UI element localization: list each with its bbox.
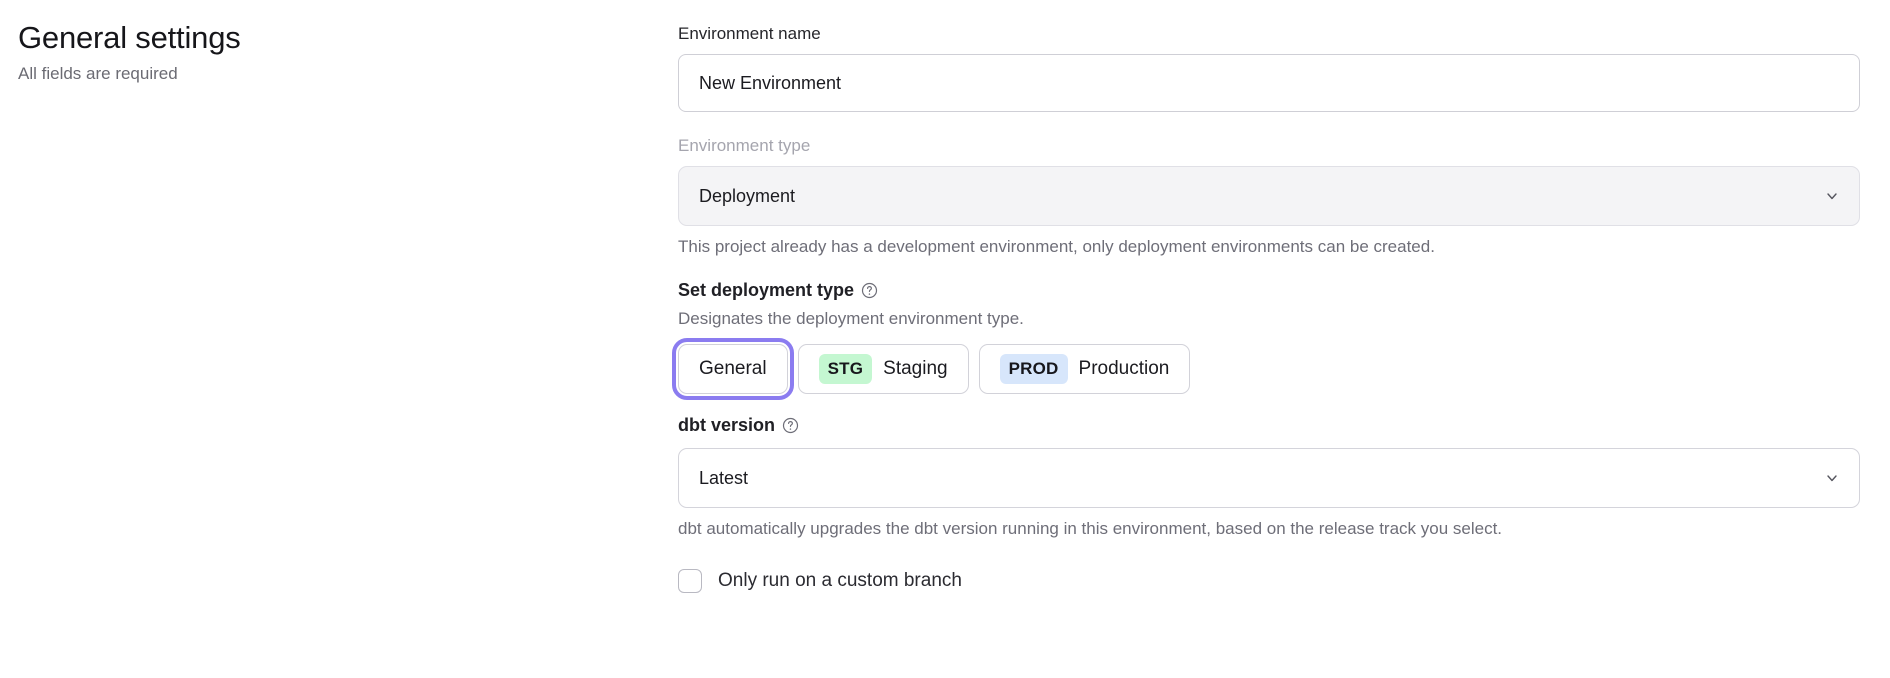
deployment-type-option-staging-label: Staging: [883, 358, 948, 379]
environment-name-field: Environment name New Environment: [678, 22, 1860, 112]
dbt-version-value: Latest: [699, 467, 749, 488]
chevron-down-icon: [1825, 189, 1839, 203]
chevron-down-icon: [1825, 471, 1839, 485]
environment-name-input[interactable]: New Environment: [678, 54, 1860, 112]
custom-branch-label: Only run on a custom branch: [718, 570, 962, 591]
environment-name-value: New Environment: [699, 72, 842, 93]
staging-badge: STG: [818, 354, 873, 384]
dbt-version-field: dbt version Latest dbt automati: [678, 412, 1860, 541]
production-badge: PROD: [999, 354, 1068, 384]
environment-type-label: Environment type: [678, 136, 811, 155]
page-title: General settings: [18, 20, 241, 55]
custom-branch-row[interactable]: Only run on a custom branch: [678, 568, 1860, 594]
deployment-type-options: General STG Staging PROD Production: [672, 338, 1860, 400]
page-subtitle: All fields are required: [18, 64, 178, 83]
environment-type-select[interactable]: Deployment: [678, 166, 1860, 226]
environment-type-field: Environment type Deployment This project…: [678, 134, 1860, 259]
deployment-type-field: Set deployment type Designates the deplo…: [672, 277, 1860, 400]
deployment-type-option-staging[interactable]: STG Staging: [797, 344, 969, 394]
deployment-type-description: Designates the deployment environment ty…: [678, 309, 1024, 328]
custom-branch-checkbox[interactable]: [678, 569, 702, 593]
dbt-version-help: dbt automatically upgrades the dbt versi…: [678, 519, 1503, 538]
settings-intro: General settings All fields are required: [18, 18, 638, 86]
environment-name-label: Environment name: [678, 24, 821, 43]
dbt-version-select[interactable]: Latest: [678, 448, 1860, 508]
environment-type-value: Deployment: [699, 185, 796, 206]
deployment-type-option-general-label: General: [699, 358, 767, 379]
deployment-type-heading-row: Set deployment type: [678, 277, 1860, 303]
question-circle-icon[interactable]: [782, 417, 799, 434]
settings-form: Environment name New Environment Environ…: [672, 22, 1860, 594]
dbt-version-heading: dbt version: [678, 415, 776, 435]
dbt-version-heading-row: dbt version: [678, 412, 1860, 438]
deployment-type-option-production-label: Production: [1078, 358, 1170, 379]
environment-type-help: This project already has a development e…: [678, 237, 1435, 256]
deployment-type-option-production[interactable]: PROD Production: [978, 344, 1191, 394]
deployment-type-heading: Set deployment type: [678, 280, 855, 300]
dbt-version-select-wrap: Latest: [678, 448, 1860, 508]
deployment-type-option-general[interactable]: General: [672, 338, 794, 400]
question-circle-icon[interactable]: [861, 282, 878, 299]
